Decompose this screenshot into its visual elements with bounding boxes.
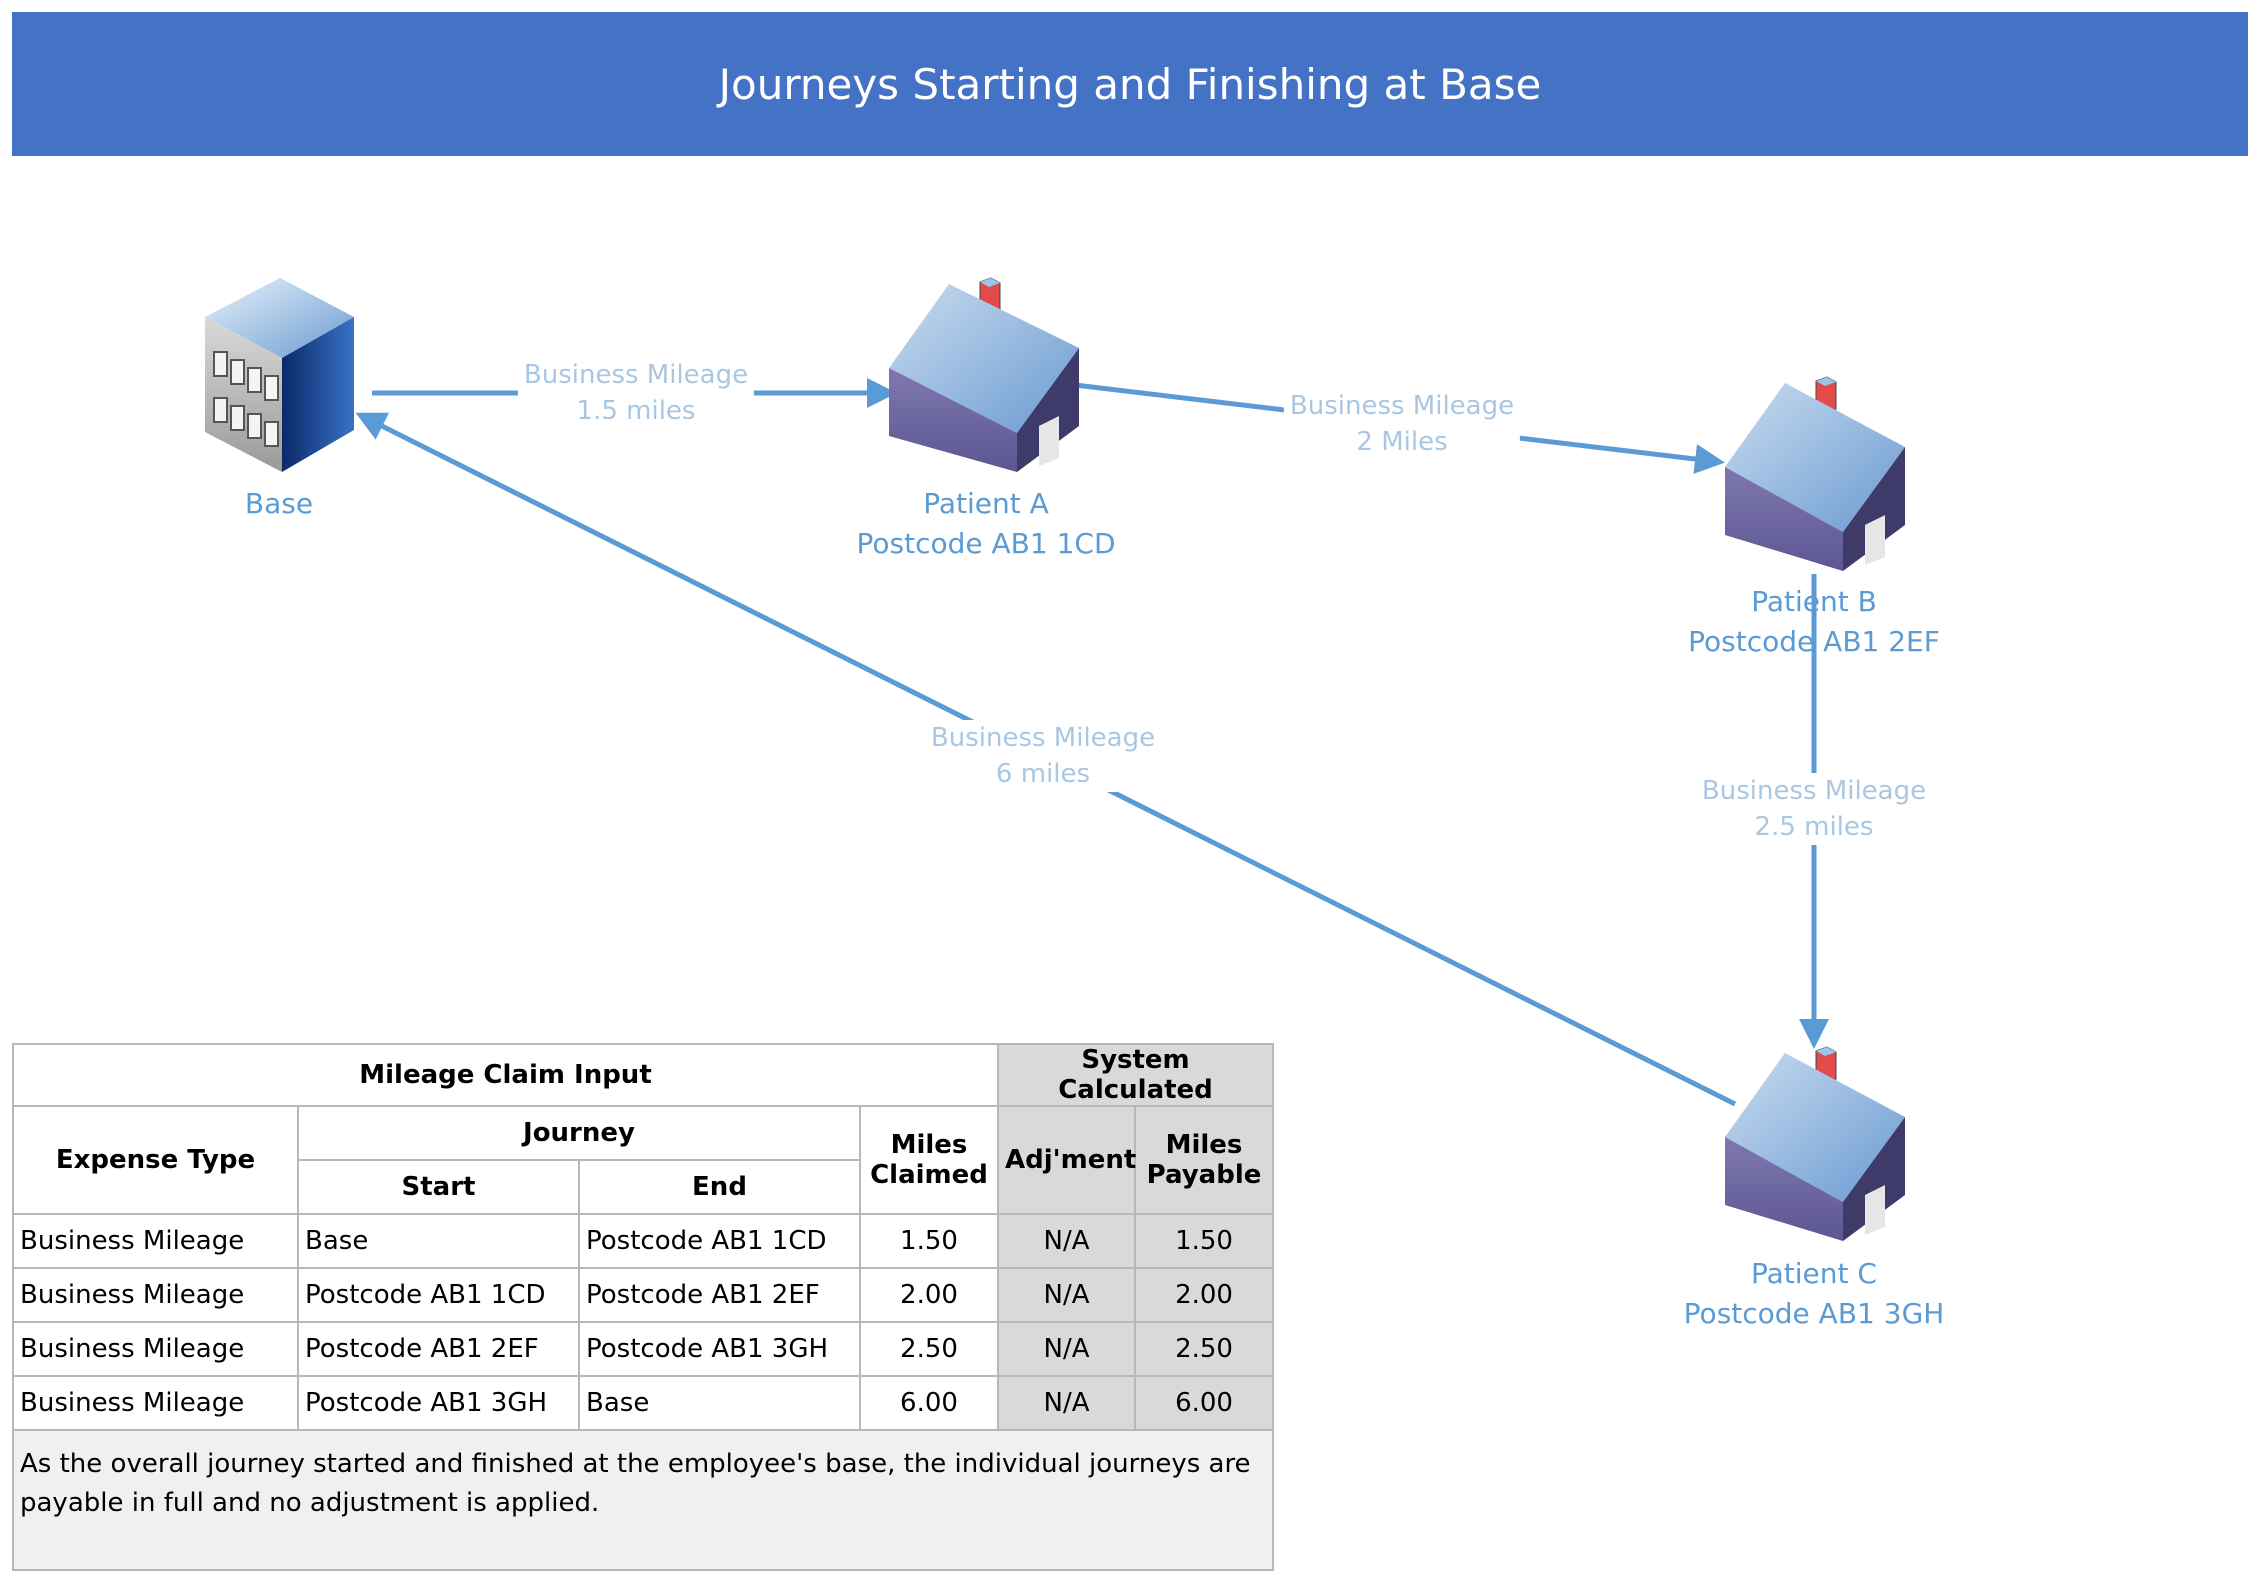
node-patient-b-postcode: Postcode AB1 2EF xyxy=(1688,625,1940,658)
header-adjustment: Adj'ment xyxy=(997,1105,1136,1215)
edge-label-type: Business Mileage xyxy=(523,360,749,390)
edge-label-distance: 2.5 miles xyxy=(1754,812,1874,842)
edge-label-type: Business Mileage xyxy=(930,723,1156,753)
cell-start: Base xyxy=(297,1213,580,1269)
table-note-line2: payable in full and no adjustment is app… xyxy=(20,1488,600,1518)
mileage-claim-table: Mileage Claim Input System Calculated Ex… xyxy=(11,1043,1275,1571)
edge-label-c-base: Business Mileage 6 miles xyxy=(924,720,1162,792)
cell-start: Postcode AB1 3GH xyxy=(297,1375,580,1431)
table-row: Business Mileage Postcode AB1 1CD Postco… xyxy=(12,1267,1275,1323)
cell-end: Base xyxy=(578,1375,861,1431)
header-miles-claimed: Miles Claimed xyxy=(859,1105,999,1215)
table-row: Business Mileage Postcode AB1 2EF Postco… xyxy=(12,1321,1275,1377)
edge-label-type: Business Mileage xyxy=(1701,776,1927,806)
cell-end: Postcode AB1 2EF xyxy=(578,1267,861,1323)
cell-adjustment: N/A xyxy=(997,1375,1136,1431)
edge-label-type: Business Mileage xyxy=(1289,391,1515,421)
node-label-base: Base xyxy=(245,484,313,524)
cell-end: Postcode AB1 1CD xyxy=(578,1213,861,1269)
cell-adjustment: N/A xyxy=(997,1267,1136,1323)
group-header-input: Mileage Claim Input xyxy=(12,1043,999,1107)
cell-start: Postcode AB1 1CD xyxy=(297,1267,580,1323)
office-building-icon xyxy=(205,278,354,472)
node-patient-a-name: Patient A xyxy=(923,487,1049,520)
header-miles-claimed-line2: Claimed xyxy=(870,1160,988,1190)
node-patient-b-name: Patient B xyxy=(1751,585,1877,618)
cell-miles-payable: 2.00 xyxy=(1133,1267,1275,1323)
header-miles-payable: Miles Payable xyxy=(1133,1105,1275,1215)
cell-miles-payable: 6.00 xyxy=(1133,1375,1275,1431)
edge-label-distance: 2 Miles xyxy=(1356,427,1448,457)
node-patient-c-name: Patient C xyxy=(1751,1257,1877,1290)
table-header-row: Expense Type Journey Miles Claimed Adj'm… xyxy=(12,1105,1275,1215)
table-row: Business Mileage Postcode AB1 3GH Base 6… xyxy=(12,1375,1275,1431)
edge-label-base-a: Business Mileage 1.5 miles xyxy=(517,357,755,429)
group-header-calculated: System Calculated xyxy=(996,1043,1275,1107)
table-note-row: As the overall journey started and finis… xyxy=(11,1429,1275,1571)
cell-miles-claimed: 1.50 xyxy=(859,1213,999,1269)
node-patient-a-postcode: Postcode AB1 1CD xyxy=(856,527,1116,560)
node-label-patient-a: Patient A Postcode AB1 1CD xyxy=(856,484,1115,564)
node-base-name: Base xyxy=(244,487,314,520)
cell-expense-type: Business Mileage xyxy=(12,1267,299,1323)
cell-adjustment: N/A xyxy=(997,1321,1136,1377)
cell-end: Postcode AB1 3GH xyxy=(578,1321,861,1377)
node-label-patient-c: Patient C Postcode AB1 3GH xyxy=(1684,1254,1945,1334)
edge-label-distance: 1.5 miles xyxy=(576,396,696,426)
cell-expense-type: Business Mileage xyxy=(12,1375,299,1431)
cell-adjustment: N/A xyxy=(997,1213,1136,1269)
cell-expense-type: Business Mileage xyxy=(12,1321,299,1377)
cell-miles-claimed: 2.00 xyxy=(859,1267,999,1323)
cell-start: Postcode AB1 2EF xyxy=(297,1321,580,1377)
edge-label-distance: 6 miles xyxy=(995,759,1091,789)
header-journey: Journey xyxy=(297,1105,861,1161)
cell-expense-type: Business Mileage xyxy=(12,1213,299,1269)
header-start: Start xyxy=(297,1159,580,1215)
edge-label-b-c: Business Mileage 2.5 miles xyxy=(1695,773,1933,845)
cell-miles-claimed: 6.00 xyxy=(859,1375,999,1431)
node-patient-c-postcode: Postcode AB1 3GH xyxy=(1683,1297,1945,1330)
table-group-header-row: Mileage Claim Input System Calculated xyxy=(12,1043,1275,1107)
header-end: End xyxy=(578,1159,861,1215)
table-row: Business Mileage Base Postcode AB1 1CD 1… xyxy=(12,1213,1275,1269)
table-note: As the overall journey started and finis… xyxy=(11,1429,1275,1571)
node-label-patient-b: Patient B Postcode AB1 2EF xyxy=(1688,582,1940,662)
house-icon-patient-c xyxy=(1725,1046,1905,1241)
table-subheader-row: Start End xyxy=(13,1159,1273,1215)
header-miles-claimed-line1: Miles xyxy=(890,1130,968,1160)
house-icon-patient-b xyxy=(1725,376,1905,571)
edge-label-a-b: Business Mileage 2 Miles xyxy=(1283,388,1521,460)
page-title: Journeys Starting and Finishing at Base xyxy=(12,12,2248,156)
header-miles-payable-line2: Payable xyxy=(1146,1160,1262,1190)
table-note-line1: As the overall journey started and finis… xyxy=(20,1449,1251,1479)
header-expense-type: Expense Type xyxy=(12,1105,299,1215)
header-miles-payable-line1: Miles xyxy=(1165,1130,1243,1160)
house-icon-patient-a xyxy=(889,277,1079,472)
cell-miles-payable: 2.50 xyxy=(1133,1321,1275,1377)
cell-miles-payable: 1.50 xyxy=(1133,1213,1275,1269)
cell-miles-claimed: 2.50 xyxy=(859,1321,999,1377)
